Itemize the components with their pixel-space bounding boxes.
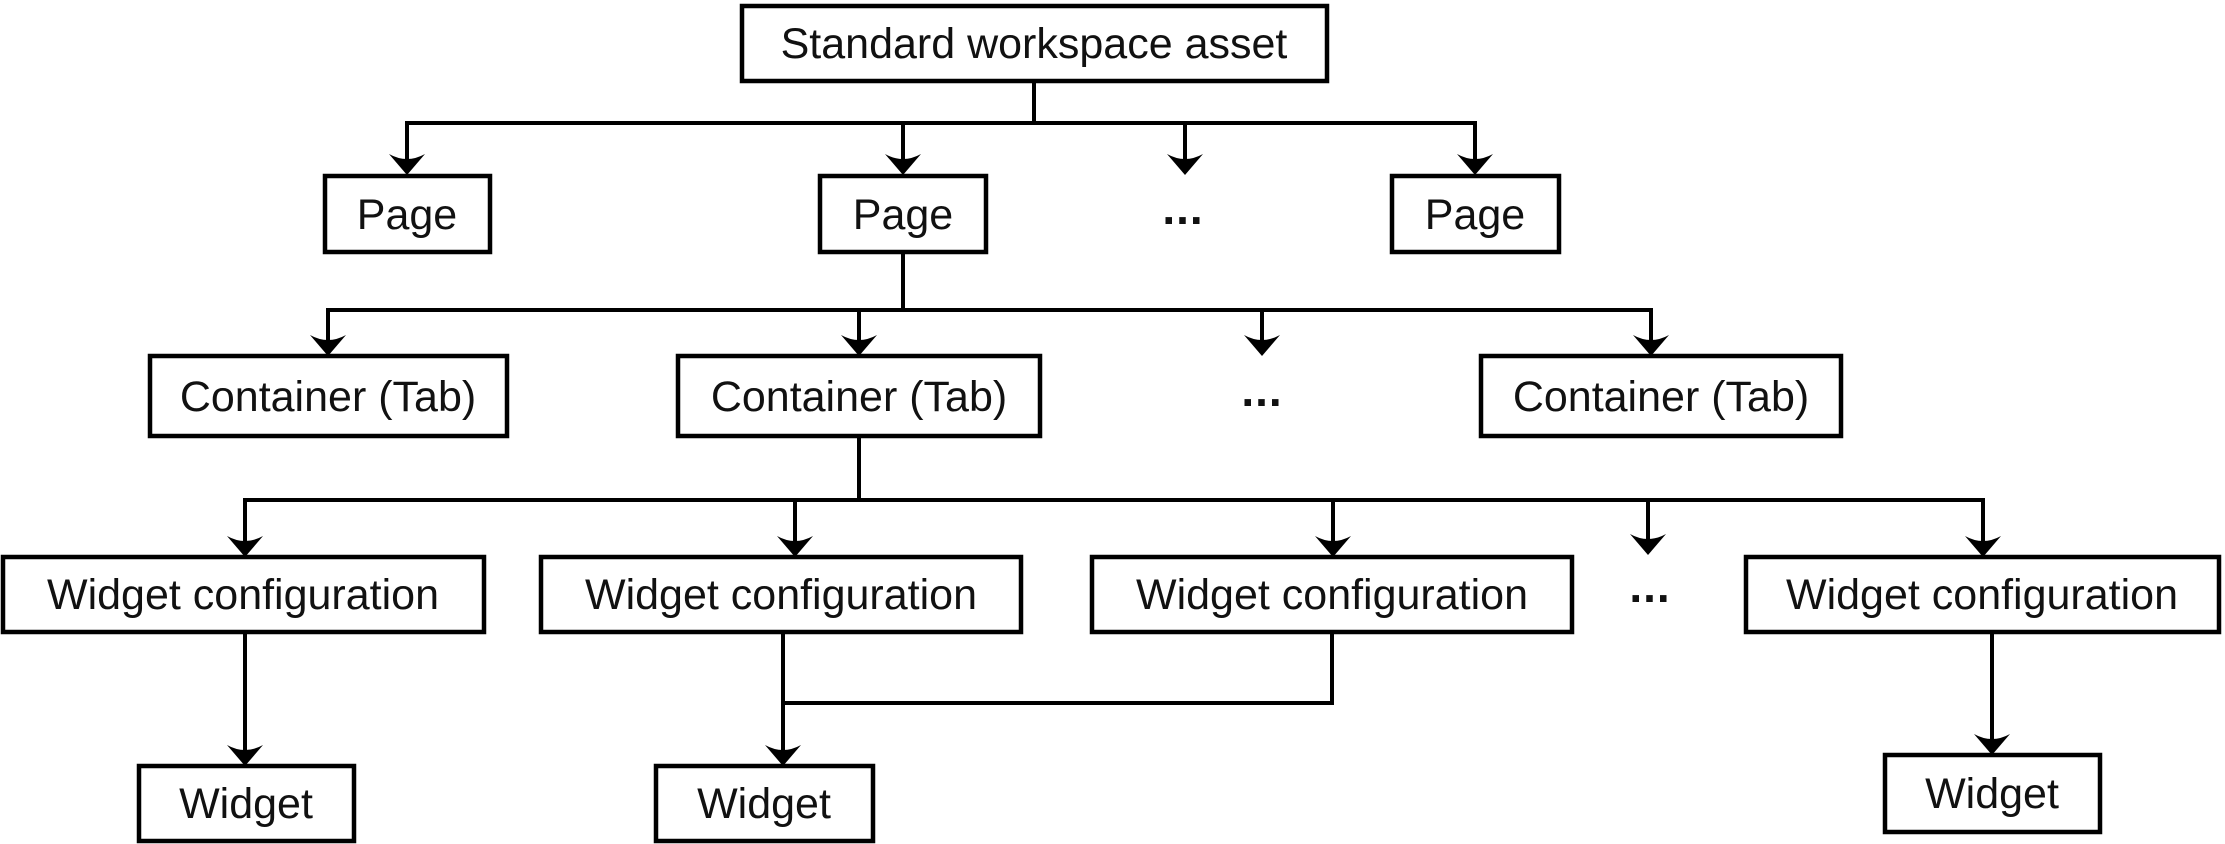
node-box: [1089, 554, 1575, 635]
containers-ellipsis: ...: [1241, 364, 1282, 416]
node-box: [817, 173, 989, 255]
pages-ellipsis: ...: [1162, 182, 1203, 234]
node-box: [0, 554, 487, 635]
node-label: Widget: [1925, 770, 2059, 818]
node-label: Container (Tab): [711, 373, 1007, 421]
node-label: Standard workspace asset: [781, 20, 1288, 68]
node-label: Widget: [179, 780, 313, 828]
arrowheads: [227, 154, 2010, 766]
node-box: [538, 554, 1024, 635]
node-label: Container (Tab): [1513, 373, 1809, 421]
edge-page-to-containers-bus: [326, 308, 1653, 344]
node-box: [1882, 752, 2103, 835]
node-widget-1: Widget: [136, 763, 357, 844]
node-label: Widget configuration: [1136, 571, 1528, 619]
node-box: [1389, 173, 1562, 255]
connector-lines: [243, 81, 1994, 754]
edge-container-to-widget-configs-bus: [243, 498, 1985, 545]
widget-configs-ellipsis: ...: [1629, 560, 1670, 612]
node-box: [147, 353, 510, 439]
node-label: Widget configuration: [585, 571, 977, 619]
node-label: Page: [357, 191, 457, 239]
node-widget-configuration-3: Widget configuration: [1089, 554, 1575, 635]
node-page-2: Page: [817, 173, 989, 255]
node-box: [739, 3, 1330, 84]
node-widget-configuration-1: Widget configuration: [0, 554, 487, 635]
node-box: [322, 173, 493, 255]
node-box: [1478, 353, 1844, 439]
node-box: [1743, 554, 2222, 635]
node-box: [675, 353, 1043, 439]
node-label: Widget: [697, 780, 831, 828]
node-widget-configuration-2: Widget configuration: [538, 554, 1024, 635]
node-box: [653, 763, 876, 844]
edge-root-to-pages-bus: [405, 121, 1477, 163]
node-widget-3: Widget: [1882, 752, 2103, 835]
node-widget-2: Widget: [653, 763, 876, 844]
edge-widget-config-3-merge-elbow: [783, 632, 1334, 705]
node-page-1: Page: [322, 173, 493, 255]
node-standard-workspace-asset: Standard workspace asset: [739, 3, 1330, 84]
node-container-tab-3: Container (Tab): [1478, 353, 1844, 439]
node-label: Page: [1425, 191, 1525, 239]
node-label: Widget configuration: [1786, 571, 2178, 619]
node-label: Widget configuration: [47, 571, 439, 619]
node-box: [136, 763, 357, 844]
node-container-tab-2: Container (Tab): [675, 353, 1043, 439]
node-widget-configuration-4: Widget configuration: [1743, 554, 2222, 635]
node-page-3: Page: [1389, 173, 1562, 255]
node-container-tab-1: Container (Tab): [147, 353, 510, 439]
node-label: Container (Tab): [180, 373, 476, 421]
node-label: Page: [853, 191, 953, 239]
